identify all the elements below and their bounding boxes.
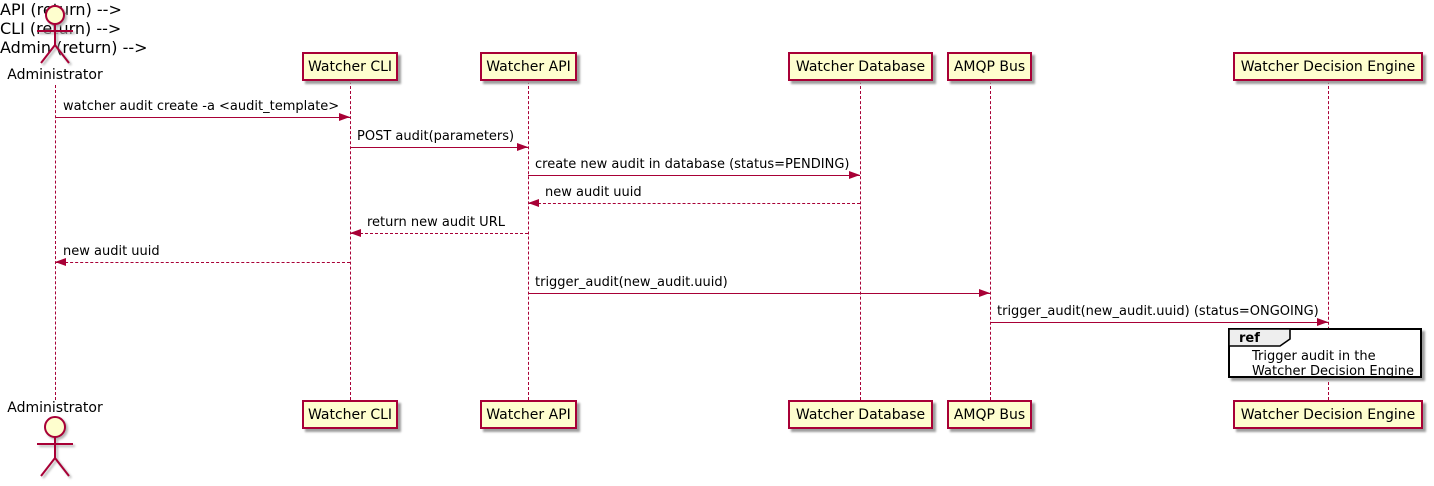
lifeline-watcher-api: [528, 81, 529, 400]
actor-label-administrator-top: Administrator: [7, 67, 103, 83]
participant-watcher-database-top: Watcher Database: [788, 52, 933, 81]
message-label: trigger_audit(new_audit.uuid) (status=ON…: [997, 304, 1319, 319]
actor-stick-figure-icon: [37, 416, 73, 477]
message-label: POST audit(parameters): [357, 129, 515, 144]
lifeline-watcher-decision-engine: [1328, 81, 1329, 400]
message-label: trigger_audit(new_audit.uuid): [535, 275, 728, 290]
message-line: [350, 233, 528, 234]
ref-tab: ref: [1228, 328, 1291, 347]
actor-label-administrator-bottom: Administrator: [7, 400, 103, 416]
arrowhead-right-icon: [339, 113, 350, 121]
participant-watcher-database-bottom: Watcher Database: [788, 400, 933, 429]
participant-watcher-decision-engine-bottom: Watcher Decision Engine: [1233, 400, 1423, 429]
participant-watcher-cli-bottom: Watcher CLI: [302, 400, 398, 429]
participant-amqp-bus-top: AMQP Bus: [947, 52, 1032, 81]
ref-line-1: Trigger audit in the: [1252, 349, 1376, 364]
ref-line-2: Watcher Decision Engine: [1252, 364, 1414, 379]
message-label: return new audit URL: [367, 215, 505, 230]
message-line: [528, 203, 860, 204]
participant-watcher-cli-top: Watcher CLI: [302, 52, 398, 81]
message-label: create new audit in database (status=PEN…: [535, 157, 850, 172]
lifeline-watcher-cli: [350, 81, 351, 400]
message-line: [350, 147, 528, 148]
arrowhead-right-icon: [517, 143, 528, 151]
participant-watcher-api-bottom: Watcher API: [480, 400, 577, 429]
arrowhead-left-icon: [55, 258, 66, 266]
participant-watcher-api-top: Watcher API: [480, 52, 577, 81]
message-line: [528, 293, 990, 294]
participant-watcher-decision-engine-top: Watcher Decision Engine: [1233, 52, 1423, 81]
lifeline-administrator: [55, 85, 56, 400]
message-line: [990, 322, 1328, 323]
message-label: new audit uuid: [63, 244, 160, 259]
message-label: watcher audit create -a <audit_template>: [63, 99, 340, 114]
arrowhead-right-icon: [849, 171, 860, 179]
message-line: [55, 117, 350, 118]
lifeline-amqp-bus: [990, 81, 991, 400]
actor-stick-figure-icon: [37, 5, 73, 64]
message-label: new audit uuid: [545, 185, 642, 200]
participant-amqp-bus-bottom: AMQP Bus: [947, 400, 1032, 429]
lifeline-watcher-database: [860, 81, 861, 400]
arrowhead-right-icon: [1317, 318, 1328, 326]
arrowhead-left-icon: [528, 199, 539, 207]
ref-keyword: ref: [1239, 331, 1260, 346]
arrowhead-left-icon: [350, 229, 361, 237]
ref-fragment: ref Trigger audit in the Watcher Decisio…: [1228, 328, 1422, 379]
message-line: [55, 262, 350, 263]
arrowhead-right-icon: [979, 289, 990, 297]
message-line: [528, 175, 860, 176]
ref-body: Trigger audit in the Watcher Decision En…: [1252, 349, 1414, 379]
